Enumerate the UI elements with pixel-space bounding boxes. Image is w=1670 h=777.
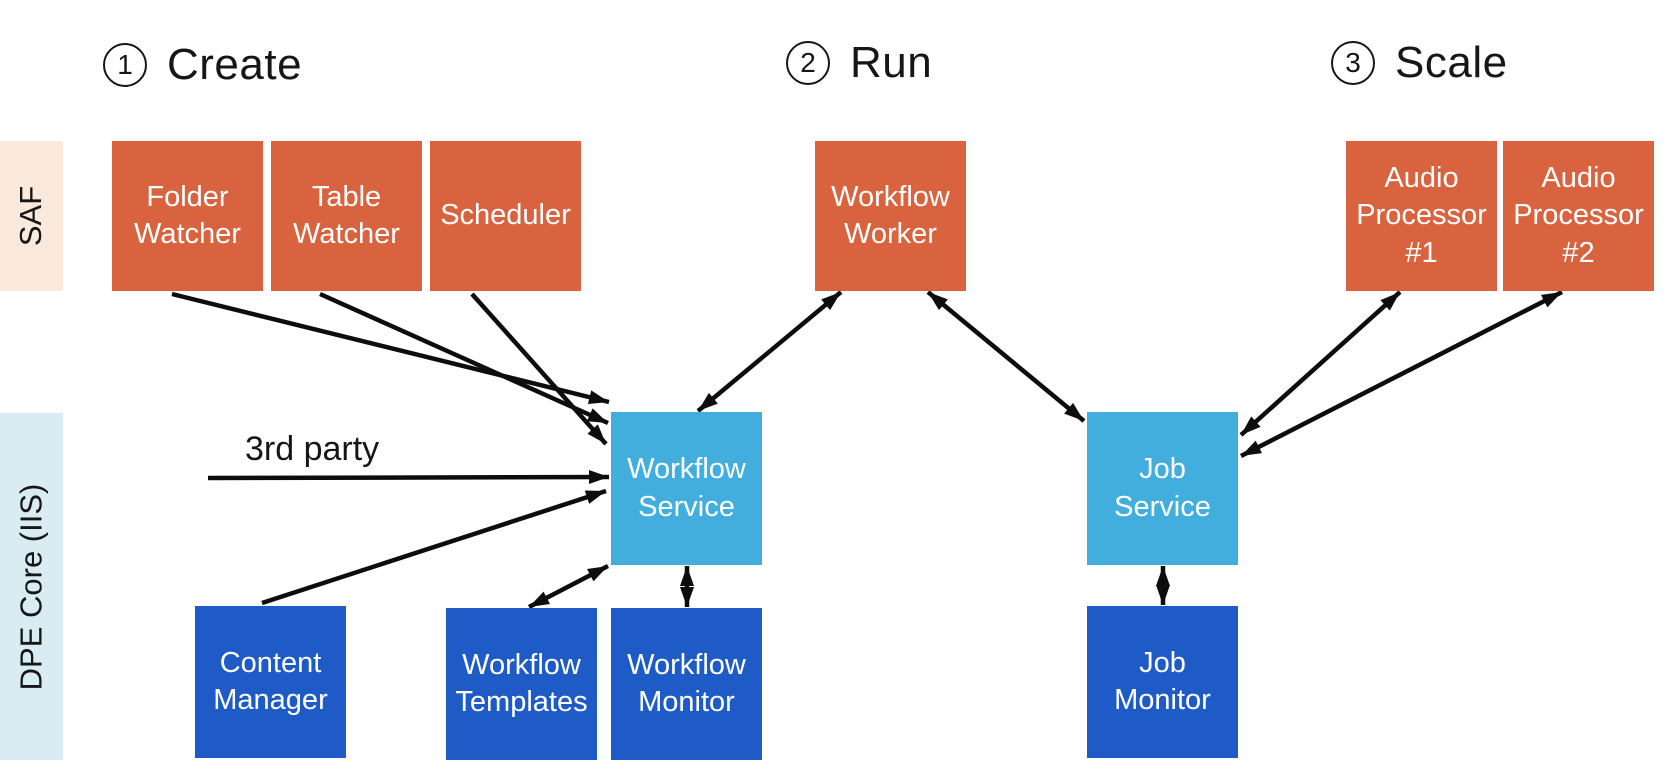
arrow-workflow-templates-workflow-service	[527, 564, 610, 609]
node-scheduler: Scheduler	[430, 141, 581, 291]
node-job-monitor: Job Monitor	[1087, 606, 1238, 758]
heading-create: 1 Create	[103, 40, 302, 90]
circled-number-2: 2	[786, 41, 830, 85]
node-audio-processor-1: Audio Processor #1	[1346, 141, 1497, 291]
band-saf: SAF	[0, 141, 63, 291]
node-audio-processor-2: Audio Processor #2	[1503, 141, 1654, 291]
node-job-service: Job Service	[1087, 412, 1238, 565]
circled-number-1: 1	[103, 43, 147, 87]
arrow-workflow-worker-job-service	[926, 290, 1086, 423]
node-workflow-templates: Workflow Templates	[446, 608, 597, 760]
node-table-watcher: Table Watcher	[271, 141, 422, 291]
heading-scale: 3 Scale	[1331, 38, 1508, 88]
node-workflow-service: Workflow Service	[611, 412, 762, 565]
circled-number-3: 3	[1331, 41, 1375, 85]
third-party-label: 3rd party	[245, 430, 380, 468]
heading-run-label: Run	[850, 38, 933, 87]
arrow-table-watcher-to-workflow-service	[319, 291, 609, 426]
arrow-third-party-to-workflow-service	[207, 470, 610, 485]
arrow-scheduler-to-workflow-service	[470, 292, 608, 446]
node-workflow-worker: Workflow Worker	[815, 141, 966, 291]
node-content-manager: Content Manager	[195, 606, 346, 758]
arrow-audio-processor-2-job-service	[1239, 289, 1564, 459]
band-dpe-core: DPE Core (IIS)	[0, 413, 63, 760]
node-folder-watcher: Folder Watcher	[112, 141, 263, 291]
arrow-folder-watcher-to-workflow-service	[171, 291, 610, 405]
heading-run: 2 Run	[786, 38, 932, 88]
arrow-workflow-worker-workflow-service	[696, 290, 843, 413]
node-workflow-monitor: Workflow Monitor	[611, 608, 762, 760]
heading-create-label: Create	[167, 40, 303, 89]
arrow-content-manager-to-workflow-service	[261, 488, 607, 606]
heading-scale-label: Scale	[1395, 38, 1508, 87]
